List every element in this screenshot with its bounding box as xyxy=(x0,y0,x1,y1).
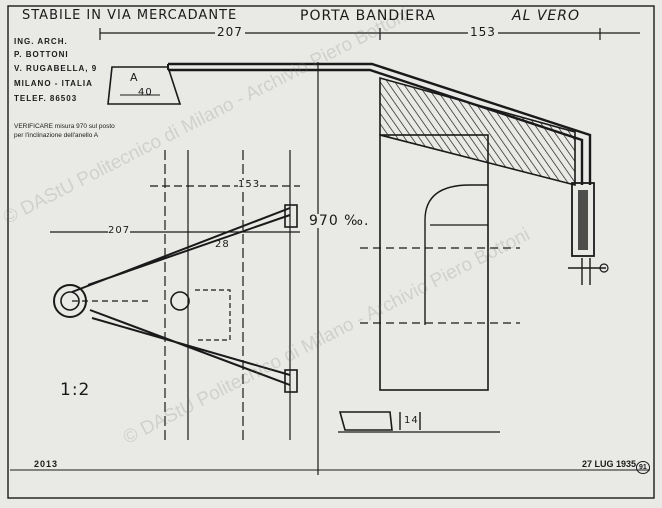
wall-bracket xyxy=(571,182,595,257)
studio-line-4: MILANO - ITALIA xyxy=(14,79,93,88)
drawing-number: 2013 xyxy=(34,459,59,469)
sheet-frame xyxy=(7,5,655,499)
building-title: STABILE IN VIA MERCADANTE xyxy=(22,8,238,23)
verify-note-line-1: VERIFICARE misura 970 sul posto xyxy=(14,123,115,130)
studio-line-2: P. BOTTONI xyxy=(14,50,69,59)
verify-note-line-2: per l'inclinazione dell'anello A xyxy=(14,132,99,139)
dimension-40: 40 xyxy=(138,87,153,98)
ring-label-a: A xyxy=(130,71,139,84)
dimension-207-plan: 207 xyxy=(108,225,131,236)
bottom-detail xyxy=(338,411,393,431)
sheet-number: 91 xyxy=(636,461,650,474)
studio-line-1: ING. ARCH. xyxy=(14,37,68,46)
plan-ring-large xyxy=(53,284,87,318)
date-stamp: 27 LUG 1935 xyxy=(582,459,637,469)
ring-a-detail xyxy=(107,66,182,105)
dimension-153-plan: 153 xyxy=(238,179,261,190)
plan-holder-arms xyxy=(71,207,291,386)
dimension-28: 28 xyxy=(215,239,230,250)
drawing-subject: PORTA BANDIERA xyxy=(300,8,436,24)
dimension-14: 14 xyxy=(404,415,419,426)
dimension-207-top: 207 xyxy=(215,25,245,39)
plan-ring-small xyxy=(170,291,190,311)
scale-full-size: AL VERO xyxy=(512,8,580,24)
hatched-wall-section xyxy=(379,76,576,187)
studio-line-3: V. RUGABELLA, 9 xyxy=(14,64,98,73)
studio-line-5: TELEF. 86503 xyxy=(14,94,78,103)
dimension-153-top: 153 xyxy=(468,25,498,39)
plan-scale: 1:2 xyxy=(60,380,91,400)
elevation-box xyxy=(379,134,489,391)
dimension-970: 970 ‰. xyxy=(309,213,370,229)
